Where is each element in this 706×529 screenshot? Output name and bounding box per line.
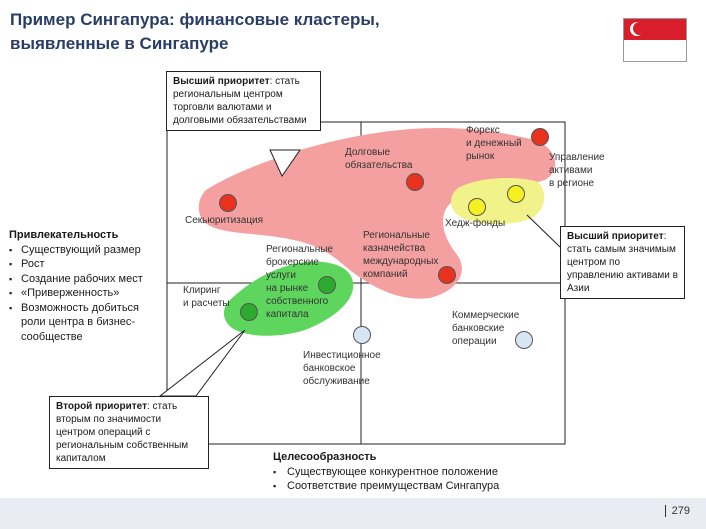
page-title: Пример Сингапура: финансовые кластеры, в… [10, 8, 380, 56]
callout-heading: Второй приоритет [56, 401, 147, 412]
feasibility-axis: Целесообразность Существующее конкурентн… [273, 450, 573, 494]
hedge-funds-label: Хедж-фонды [445, 218, 506, 229]
hedge-dot-1 [468, 198, 486, 216]
singapore-flag-icon [623, 18, 687, 62]
second-priority-callout: Второй приоритет: стать вторым по значим… [49, 396, 209, 469]
top-priority-callout: Высший приоритет: стать региональным цен… [166, 71, 321, 131]
title-line-2: выявленные в Сингапуре [10, 34, 229, 53]
right-callout-pointer [526, 214, 561, 248]
investment-dot [353, 326, 371, 344]
callout-text: : стать самым значимым центром по управл… [567, 231, 678, 294]
debt-dot [406, 173, 424, 191]
forex-dot [531, 128, 549, 146]
hedge-dot-2 [507, 185, 525, 203]
list-item: Соответствие преимуществам Сингапура [273, 479, 573, 494]
list-item: Возможность добиться роли центра в бизне… [9, 301, 164, 345]
red-priority-zone [198, 128, 556, 299]
left-callout-pointer [158, 329, 246, 397]
top-callout-pointer [269, 149, 301, 178]
broker-dot [318, 276, 336, 294]
footer-bar: 279 [0, 498, 706, 529]
title-line-1: Пример Сингапура: финансовые кластеры, [10, 10, 380, 29]
callout-heading: Высший приоритет [567, 231, 664, 242]
clearing-dot [240, 303, 258, 321]
callout-text: : стать вторым по значимости центром опе… [56, 401, 189, 464]
attractiveness-title: Привлекательность [9, 229, 119, 241]
treasury-dot [438, 266, 456, 284]
list-item: Создание рабочих мест [9, 272, 164, 287]
cluster-diagram [158, 121, 566, 445]
list-item: «Приверженность» [9, 286, 164, 301]
right-priority-callout: Высший приоритет: стать самым значимым ц… [560, 226, 685, 299]
feasibility-title: Целесообразность [273, 451, 377, 463]
attractiveness-axis: Привлекательность Существующий размер Ро… [9, 228, 164, 344]
callout-text: : стать региональным центром торговли ва… [173, 76, 307, 126]
callout-heading: Высший приоритет [173, 76, 270, 87]
list-item: Существующий размер [9, 243, 164, 258]
securitization-dot [219, 194, 237, 212]
list-item: Рост [9, 257, 164, 272]
commercial-dot [515, 331, 533, 349]
list-item: Существующее конкурентное положение [273, 465, 573, 480]
securitization-label: Секьюритизация [185, 215, 264, 226]
page-number: 279 [664, 505, 690, 517]
